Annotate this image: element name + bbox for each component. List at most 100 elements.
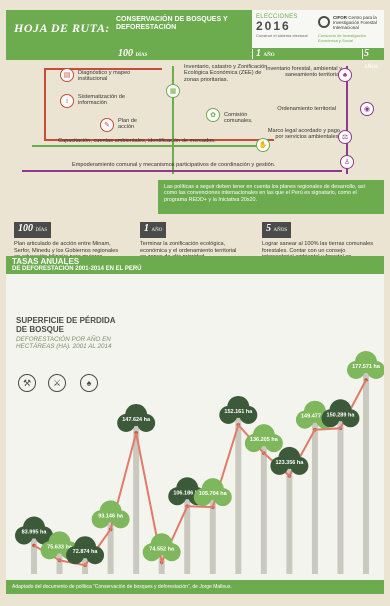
page-title: HOJA DE RUTA: [14, 21, 110, 35]
info-icon: i [60, 94, 74, 108]
tree-crown-lobe [125, 403, 148, 426]
timeline-bar: 100 DÍAS 1 AÑO 5 AÑOS [6, 48, 384, 70]
data-label: 74.552 ha [149, 546, 175, 552]
tree-crown-lobe [227, 395, 250, 418]
clipboard-list-icon: ▦ [166, 84, 180, 98]
roadmap-line [44, 139, 274, 141]
policy-quote: Las políticas a seguir deben tener en cu… [158, 180, 384, 214]
tree-trunk [107, 515, 114, 574]
source-footer: Adaptado del documento de política “Cons… [6, 580, 384, 594]
roadmap-sistematizacion: Sistematización de información [78, 94, 125, 107]
data-label: 75.633 ha [47, 544, 73, 550]
clipboard-icon: ▤ [60, 68, 74, 82]
roadmap-line [44, 68, 162, 70]
roadmap-plan: Plan de acción [118, 118, 137, 131]
tree-crown [321, 399, 360, 428]
cifor-logo-bottom: Consorcio de Investigación Económica y S… [318, 33, 367, 43]
timeline-5-years: 5 AÑOS [364, 48, 378, 70]
timeline-separator [252, 49, 253, 59]
tree-icon: ♣ [338, 68, 352, 82]
tree-crown-lobe [252, 424, 275, 447]
roadmap-empoderamiento: Empoderamiento comunal y mecanismos part… [72, 162, 276, 168]
people-circle-icon: ✿ [206, 108, 220, 122]
roadmap-inventario: Inventario, catastro y Zonificación Ecol… [184, 64, 268, 83]
roadmap-comision: Comisión comunales. [224, 112, 253, 125]
handshake-icon: ✋ [256, 138, 270, 152]
tree-trunk [337, 414, 344, 574]
tree-trunk [286, 461, 293, 574]
data-label: 123.356 ha [275, 460, 304, 466]
tree-trunk [311, 415, 318, 574]
timeline-1-year: 1 AÑO [256, 48, 275, 59]
tree-crown [91, 500, 130, 529]
roadmap-line [346, 66, 348, 174]
header-green-band: HOJA DE RUTA: CONSERVACIÓN DE BOSQUES Y … [6, 10, 252, 48]
timeline-100-days: 100 DÍAS [118, 48, 148, 59]
chainsaw-icon: ⚒ [18, 374, 36, 392]
data-label: 93.146 ha [98, 513, 124, 519]
data-label: 150.289 ha [327, 412, 356, 418]
data-label: 147.624 ha [122, 417, 151, 423]
data-label: 106.186 ha [173, 490, 202, 496]
tree-crown [66, 536, 105, 565]
tree-crown [219, 395, 258, 424]
tree-crown [193, 478, 232, 507]
elecciones-logo-year: 2016 [256, 19, 291, 33]
header-logo-band [252, 10, 384, 48]
scale-icon: ⚖ [338, 130, 352, 144]
data-label: 136.205 ha [250, 437, 279, 443]
tree-crown-lobe [201, 478, 224, 501]
chart-title: SUPERFICIE DE PÉRDIDA DE BOSQUE [16, 316, 116, 334]
tree-crown-lobe [303, 400, 326, 423]
tree-crown-lobe [48, 531, 71, 554]
tree-crown [347, 350, 384, 379]
cifor-circle-icon [318, 16, 330, 28]
location-pin-icon: ◉ [360, 102, 374, 116]
data-label: 177.571 ha [352, 364, 381, 370]
data-label: 105.704 ha [199, 491, 228, 497]
tree-crown [15, 516, 53, 545]
tree-crown [244, 424, 283, 453]
tree-trunk [260, 439, 267, 574]
tree-crown-lobe [329, 399, 352, 422]
tree-crown [117, 403, 156, 432]
tree-crown-lobe [23, 516, 45, 539]
tree-crown [142, 533, 181, 562]
data-label: 83.995 ha [22, 530, 48, 536]
cifor-logo-text: CIFOR Centro para la Investigación Fores… [333, 15, 377, 30]
tree-crown-lobe [150, 533, 173, 556]
tasas-header: TASAS ANUALES DE DEFORESTACIÓN 2001-2014… [6, 256, 384, 274]
axe-icon: ⚔ [48, 374, 66, 392]
milestone-1-year: 1 AÑO Terminar la zonificación ecológica… [140, 218, 244, 261]
roadmap-diagnostico: Diagnóstico y mapeo institucional [78, 70, 131, 83]
tree-crown-lobe [176, 477, 199, 500]
roadmap-line [32, 145, 264, 147]
tree-crown-lobe [355, 350, 377, 373]
tree-crown-lobe [99, 500, 122, 523]
tasas-title: TASAS ANUALES [12, 257, 80, 266]
tree-trunk [363, 365, 369, 574]
roadmap-marco-legal: Marco legal acordado y pago por servicio… [267, 128, 340, 141]
elecciones-logo: ELECCIONES 2016 Construir el sistema ele… [256, 14, 314, 44]
tree-trunk [184, 492, 191, 574]
page-subtitle: CONSERVACIÓN DE BOSQUES Y DEFORESTACIÓN [116, 16, 228, 31]
roadmap-capacitacion: Capacitación, cuentas ambientales, ident… [58, 138, 216, 144]
roadmap-inventario-forestal: Inventario forestal, ambiental y saneami… [265, 66, 342, 79]
tree-trunk [209, 493, 216, 574]
tasas-subtitle: DE DEFORESTACIÓN 2001-2014 EN EL PERÚ [12, 266, 142, 272]
milestone-badge: 100 DÍAS [14, 222, 52, 238]
header: HOJA DE RUTA: CONSERVACIÓN DE BOSQUES Y … [6, 10, 384, 48]
timeline-separator [362, 49, 363, 59]
tree-cut-icon: ♠ [80, 374, 98, 392]
roadmap-line [44, 68, 46, 140]
tree-crown-lobe [74, 536, 97, 559]
roadmap-line [172, 66, 174, 174]
chart-subtitle: DEFORESTACIÓN POR AÑO EN HECTÁREAS (HA).… [16, 336, 112, 350]
cifor-logo: CIFOR Centro para la Investigación Fores… [318, 15, 380, 43]
roadmap-ordenamiento: Ordenamiento territorial [277, 106, 336, 112]
milestone-badge: 1 AÑO [140, 222, 167, 238]
document-icon: ✎ [100, 118, 114, 132]
tree-trunk [31, 531, 37, 574]
